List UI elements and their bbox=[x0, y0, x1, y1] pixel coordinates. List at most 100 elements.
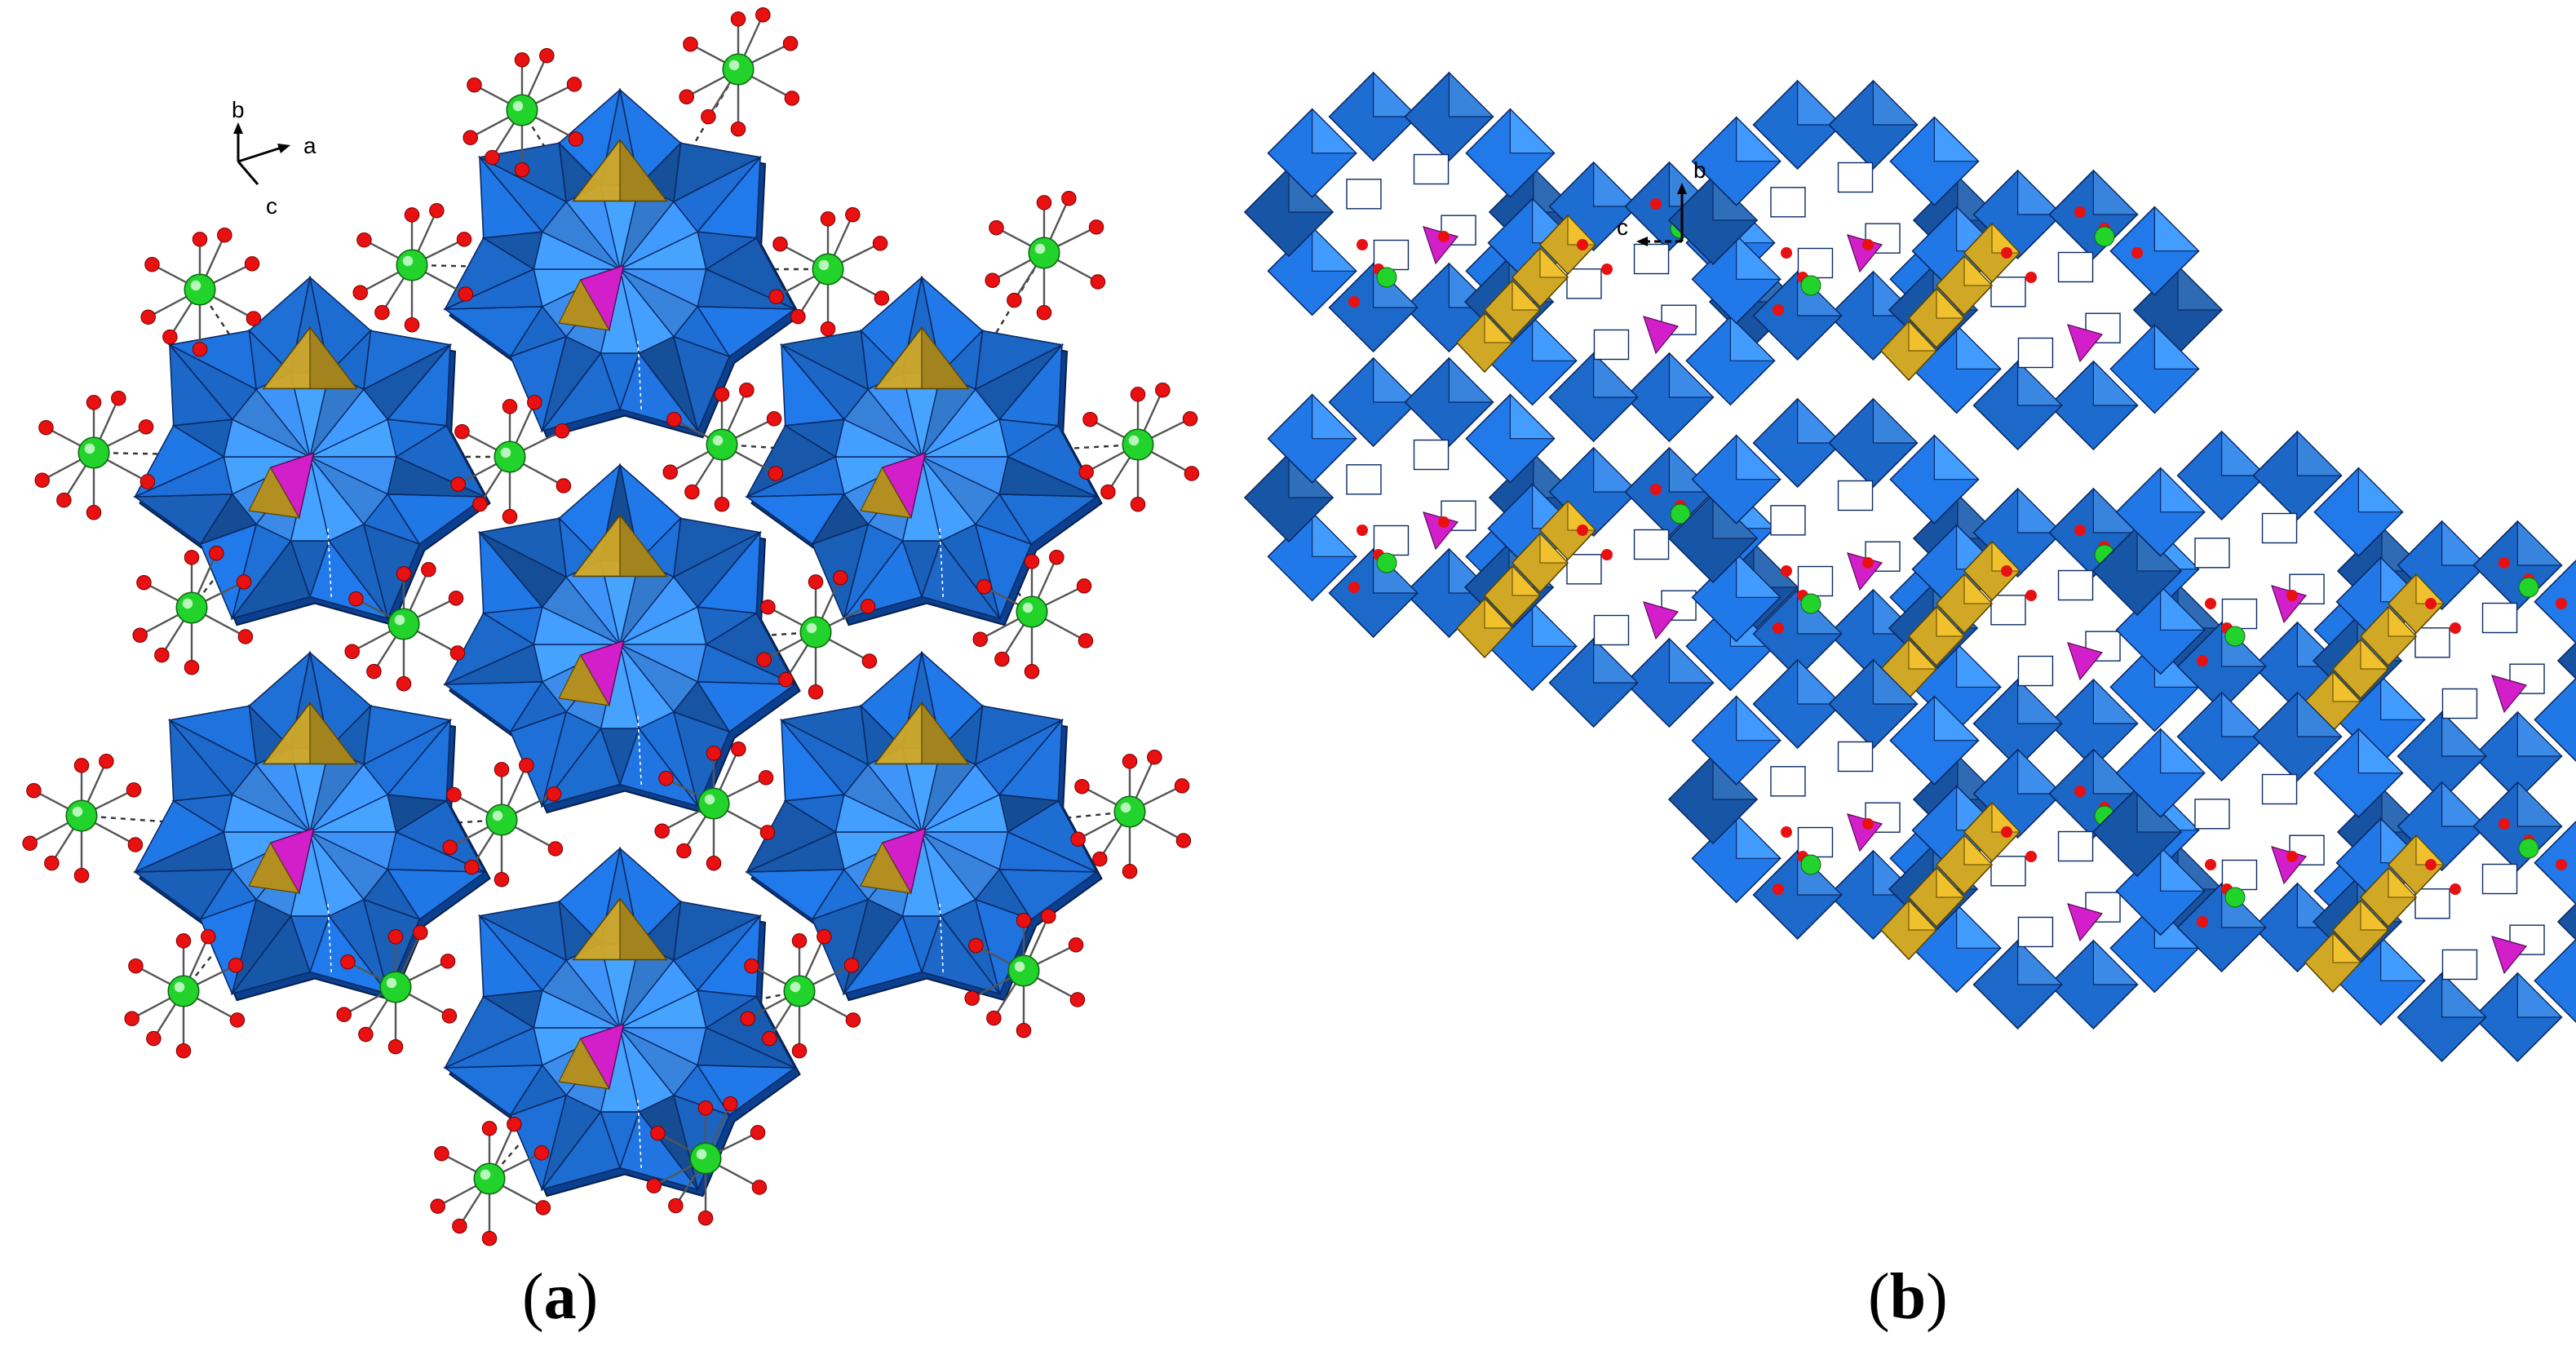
oxygen-atom bbox=[514, 162, 530, 178]
a-polyoxometalate-clusters bbox=[133, 87, 1103, 1197]
oxygen-atom bbox=[1175, 833, 1192, 848]
heteroatom-tetrahedron-face bbox=[921, 325, 970, 389]
oxygen-atom bbox=[336, 1007, 352, 1022]
oxygen-atom bbox=[34, 472, 50, 488]
oxygen-atom bbox=[666, 411, 682, 427]
oxygen-atom bbox=[2197, 655, 2208, 666]
oxygen-atom bbox=[968, 937, 984, 954]
oxygen-atom bbox=[989, 219, 1004, 236]
cation-complex bbox=[1070, 749, 1192, 879]
cage-window bbox=[2194, 538, 2230, 569]
oxygen-atom bbox=[366, 663, 382, 680]
central-polyhedron bbox=[2067, 903, 2104, 942]
oxygen-atom bbox=[2450, 883, 2461, 895]
cation-complex bbox=[985, 190, 1106, 321]
oxygen-atom bbox=[73, 867, 90, 883]
oxygen-atom bbox=[872, 236, 888, 251]
oxygen-atom bbox=[730, 11, 746, 27]
oxygen-atom bbox=[784, 91, 800, 106]
oxygen-atom bbox=[1773, 883, 1784, 895]
oxygen-atom bbox=[494, 762, 510, 777]
bridging-octahedron-face bbox=[2332, 932, 2362, 963]
oxygen-atom bbox=[244, 256, 260, 272]
inner-bond-line bbox=[327, 903, 333, 976]
oxygen-atom bbox=[2074, 206, 2086, 218]
oxygen-atom bbox=[1781, 826, 1792, 838]
octahedron-face bbox=[1509, 108, 1556, 154]
oxygen-atom bbox=[1773, 304, 1784, 316]
oxygen-atom bbox=[527, 394, 542, 410]
cluster-dimer bbox=[1667, 79, 2224, 451]
octahedron bbox=[2534, 677, 2576, 763]
oxygen-atom bbox=[697, 1210, 714, 1226]
central-polyhedron bbox=[1643, 316, 1680, 355]
octahedron-face bbox=[2153, 323, 2200, 370]
oxygen-atom bbox=[139, 474, 156, 489]
cation-atom bbox=[2094, 226, 2115, 247]
cation-highlight bbox=[806, 622, 817, 634]
cation-complex bbox=[646, 1096, 768, 1226]
cage-window bbox=[2481, 863, 2518, 895]
oxygen-atom bbox=[472, 496, 488, 512]
bridging-octahedron-face bbox=[1908, 320, 1938, 352]
oxygen-atom bbox=[1041, 908, 1056, 924]
oxygen-atom bbox=[1773, 622, 1784, 634]
central-polyhedron bbox=[2491, 675, 2528, 714]
cation-atom bbox=[167, 975, 200, 1007]
cation-atom bbox=[812, 253, 844, 286]
oxygen-atom bbox=[228, 958, 244, 973]
cage-window bbox=[1990, 856, 2026, 887]
oxygen-atom bbox=[668, 1197, 684, 1214]
cation-atom bbox=[494, 440, 526, 473]
octahedron-face bbox=[1956, 641, 2003, 688]
oxygen-atom bbox=[2074, 525, 2086, 536]
oxygen-atom bbox=[481, 1230, 498, 1246]
hydrogen-bond bbox=[721, 443, 822, 452]
central-polyhedron bbox=[2067, 324, 2104, 363]
oxygen-atom bbox=[782, 36, 799, 51]
oxygen-atom bbox=[555, 478, 572, 494]
cation-atom bbox=[77, 436, 110, 469]
oxygen-atom bbox=[758, 770, 774, 786]
cation-complex bbox=[22, 753, 144, 883]
cation-highlight bbox=[174, 981, 185, 993]
cation-atom bbox=[1122, 428, 1154, 461]
oxygen-atom bbox=[440, 954, 456, 969]
cation-highlight bbox=[1014, 961, 1025, 972]
oxygen-atom bbox=[1155, 382, 1171, 398]
oxygen-atom bbox=[845, 206, 861, 223]
oxygen-atom bbox=[766, 411, 782, 427]
oxygen-atom bbox=[2556, 598, 2567, 609]
oxygen-atom bbox=[73, 758, 90, 773]
oxygen-atom bbox=[1348, 582, 1360, 593]
oxygen-atom bbox=[1174, 778, 1190, 794]
bridging-octahedron-face bbox=[2388, 866, 2418, 898]
cation-highlight bbox=[1128, 435, 1140, 446]
cation-atom bbox=[396, 249, 428, 281]
oxygen-atom bbox=[138, 419, 154, 435]
octahedron-face bbox=[2017, 169, 2064, 215]
octahedron-face bbox=[1956, 902, 2003, 949]
cation-atom bbox=[1376, 267, 1397, 288]
oxygen-atom bbox=[833, 569, 848, 586]
oxygen-atom bbox=[184, 550, 200, 565]
oxygen-atom bbox=[1147, 749, 1162, 765]
wheel-cluster bbox=[2091, 691, 2428, 973]
octahedron bbox=[2534, 820, 2576, 905]
bridging-octahedron-face bbox=[2388, 605, 2418, 637]
cage-window bbox=[2441, 688, 2478, 719]
cluster-dimer bbox=[1667, 397, 2224, 769]
octahedron-face bbox=[1448, 71, 1494, 117]
cation-atom bbox=[697, 787, 730, 820]
heteroatom-tetrahedron-lower bbox=[248, 841, 300, 894]
cage-window bbox=[2057, 251, 2094, 283]
octahedron bbox=[2556, 641, 2576, 680]
oxygen-atom bbox=[494, 871, 510, 888]
oxygen-atom bbox=[2001, 247, 2012, 259]
cation-atom bbox=[1670, 503, 1691, 525]
cation-atom bbox=[722, 53, 755, 86]
octahedron-face bbox=[1736, 551, 1782, 598]
octahedron-face bbox=[2017, 678, 2064, 724]
polyoxometalate-cluster bbox=[745, 650, 1103, 1002]
oxygen-atom bbox=[723, 1096, 738, 1112]
